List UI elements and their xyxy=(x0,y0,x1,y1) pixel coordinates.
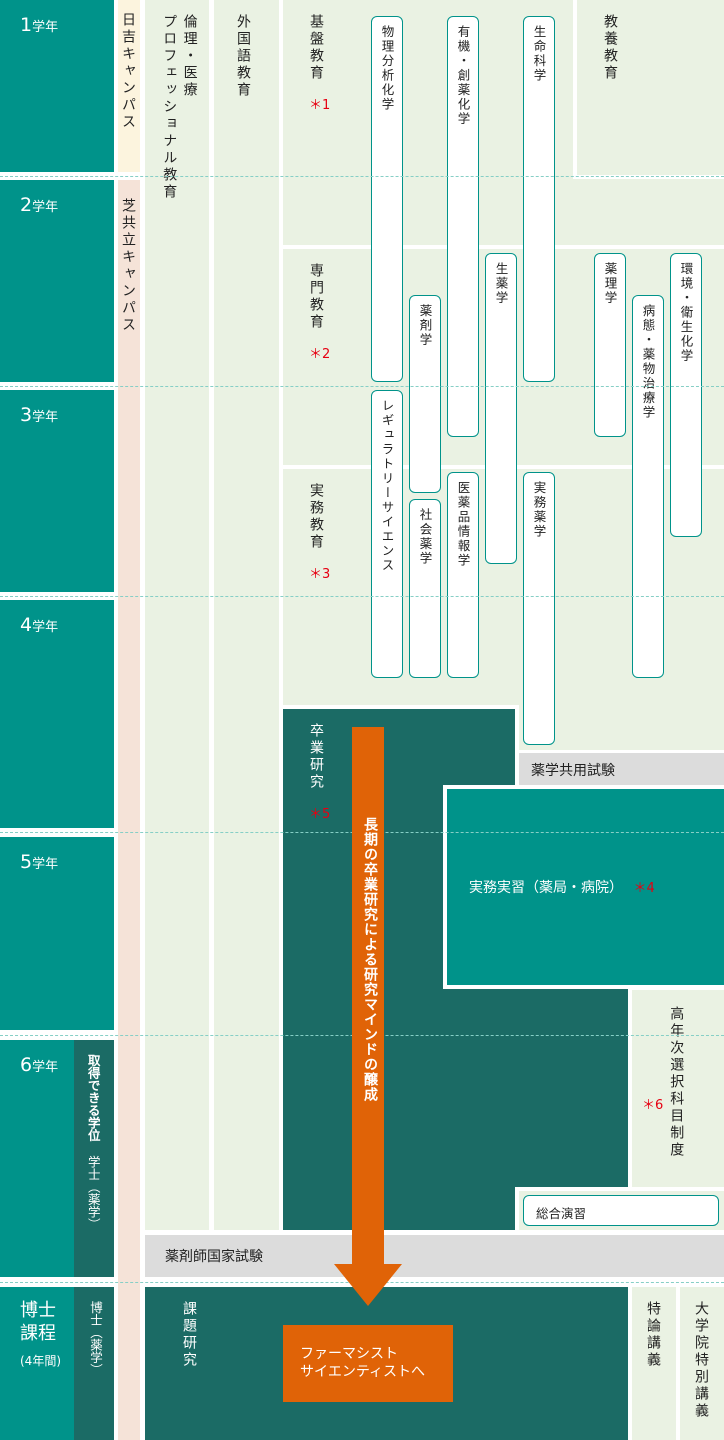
year-4: 4学年 xyxy=(0,600,114,828)
subject-pill: 有機・創薬化学 xyxy=(447,16,479,437)
graduation-research-ext xyxy=(515,988,628,1187)
subject-pill: 病態・薬物治療学 xyxy=(632,295,664,678)
doctor-degree: 博士（薬学） xyxy=(74,1287,114,1440)
sogo-enshu: 総合演習 xyxy=(523,1195,719,1226)
shiba-campus: 芝共立キャンパス xyxy=(118,180,140,1440)
ethics-column: 倫理・医療プロフェッショナル教育 xyxy=(145,0,209,1230)
year-3: 3学年 xyxy=(0,390,114,592)
degree-box: 取得できる学位学士（薬学） xyxy=(74,1040,114,1277)
tokuron-lecture: 特論講義 xyxy=(632,1287,676,1440)
year-2: 2学年 xyxy=(0,180,114,382)
pharmacist-scientist-goal: ファーマシストサイエンティストへ xyxy=(283,1325,453,1402)
liberal-arts: 教養教育 xyxy=(573,0,724,179)
subject-pill: 医薬品情報学 xyxy=(447,472,479,678)
national-exam: 薬剤師国家試験 xyxy=(145,1235,724,1277)
research-arrow: 長期の卒業研究による研究マインドの醸成 xyxy=(352,727,384,1267)
foreign-language-column: 外国語教育 xyxy=(214,0,279,1230)
year-1: 1学年 xyxy=(0,0,114,172)
hiyoshi-campus: 日吉キャンパス xyxy=(118,0,140,172)
subject-pill: 薬理学 xyxy=(594,253,626,437)
subject-pill: 薬剤学 xyxy=(409,295,441,493)
special-lecture: 大学院特別講義 xyxy=(680,1287,724,1440)
subject-pill: 実務薬学 xyxy=(523,472,555,745)
subject-pill: 生命科学 xyxy=(523,16,555,382)
subject-pill: 社会薬学 xyxy=(409,499,441,678)
arrow-head-icon xyxy=(334,1264,402,1306)
subject-pill: 物理分析化学 xyxy=(371,16,403,382)
subject-pill: 生薬学 xyxy=(485,253,517,564)
year-5: 5学年 xyxy=(0,837,114,1030)
subject-pill: レギュラトリーサイエンス xyxy=(371,390,403,678)
practical-training: 実務実習（薬局・病院） ＊4 xyxy=(443,785,724,989)
cbt-exam: 薬学共用試験 xyxy=(519,753,724,785)
subject-pill: 環境・衛生化学 xyxy=(670,253,702,537)
